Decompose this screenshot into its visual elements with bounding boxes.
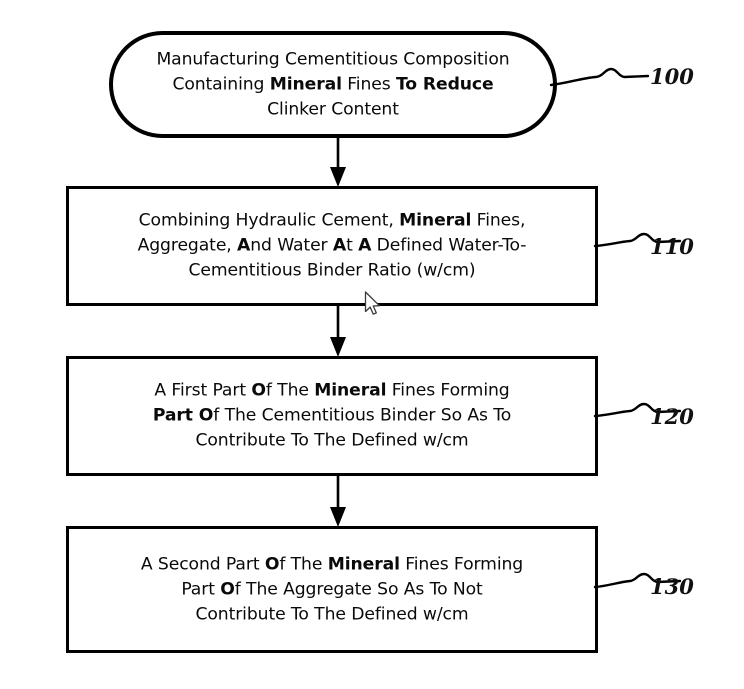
node-130-text: A Second Part Of The Mineral Fines Formi… xyxy=(69,552,595,627)
node-100-line-1: Manufacturing Cementitious Composition xyxy=(156,49,510,69)
node-110-text: Combining Hydraulic Cement, Mineral Fine… xyxy=(69,209,595,284)
flowchart-node-130[interactable]: A Second Part Of The Mineral Fines Formi… xyxy=(66,526,598,653)
flowchart-node-110[interactable]: Combining Hydraulic Cement, Mineral Fine… xyxy=(66,186,598,306)
node-120-line-1: A First Part Of The Mineral Fines Formin… xyxy=(154,380,510,401)
node-120-line-3: Contribute To The Defined w/cm xyxy=(195,430,469,451)
arrow-110-to-120 xyxy=(330,304,346,357)
node-110-line-1: Combining Hydraulic Cement, Mineral Fine… xyxy=(138,210,526,231)
flowchart-node-120[interactable]: A First Part Of The Mineral Fines Formin… xyxy=(66,356,598,476)
node-100-line-2: Containing Mineral Fines To Reduce xyxy=(172,74,494,94)
node-110-line-2: Aggregate, And Water At A Defined Water-… xyxy=(137,235,527,256)
arrow-120-to-130 xyxy=(330,474,346,527)
reference-numeral-130: 130 xyxy=(650,574,694,599)
node-100-line-3: Clinker Content xyxy=(267,99,399,119)
reference-numeral-120: 120 xyxy=(650,404,694,429)
flowchart-node-100[interactable]: Manufacturing Cementitious Composition C… xyxy=(109,31,557,138)
reference-numeral-110: 110 xyxy=(650,234,694,259)
node-130-line-3: Contribute To The Defined w/cm xyxy=(195,604,469,624)
node-120-text: A First Part Of The Mineral Fines Formin… xyxy=(69,379,595,454)
node-130-line-2: Part Of The Aggregate So As To Not xyxy=(181,579,483,599)
leader-line-100 xyxy=(549,67,650,87)
node-110-line-3: Cementitious Binder Ratio (w/cm) xyxy=(188,260,476,281)
node-130-line-1: A Second Part Of The Mineral Fines Formi… xyxy=(140,554,524,574)
node-100-text: Manufacturing Cementitious Composition C… xyxy=(113,47,553,122)
reference-numeral-100: 100 xyxy=(650,64,694,89)
node-120-line-2: Part Of The Cementitious Binder So As To xyxy=(152,405,512,426)
arrow-100-to-110 xyxy=(330,136,346,187)
